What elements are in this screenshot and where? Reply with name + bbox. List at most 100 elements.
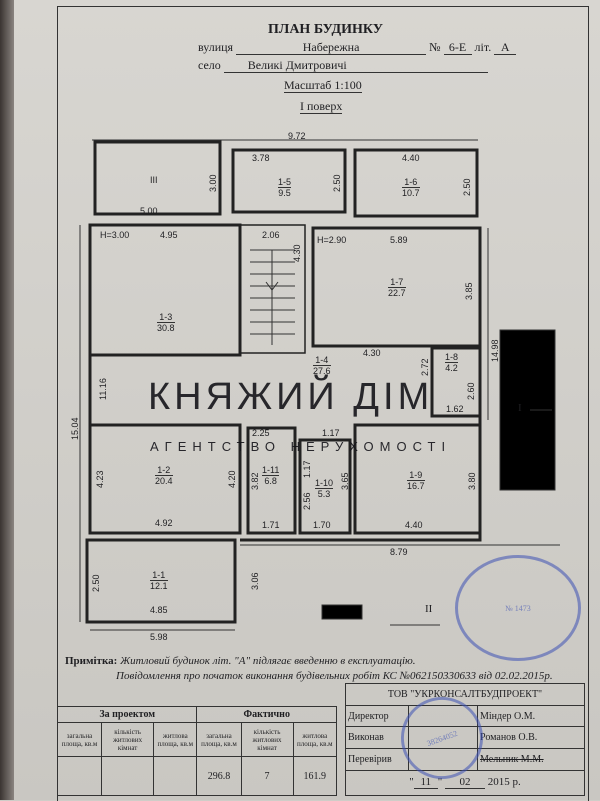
village-label: село (198, 58, 221, 72)
role-label: Директор (345, 704, 409, 728)
dim-label: 3.78 (252, 153, 270, 163)
col-header: житлова площа, кв.м (292, 722, 338, 757)
room-id: III (150, 175, 158, 185)
room-area: 10.7 (402, 188, 420, 198)
room-id: 1-1 (150, 570, 168, 581)
dim-label: 2.50 (462, 178, 472, 196)
approval-date: "11" 02 2015 р. (345, 769, 585, 797)
person-name: Міндер О.М. (477, 704, 585, 728)
actual-header: Фактично (196, 706, 337, 723)
room-outline-III (93, 140, 222, 216)
dim-label: 1.71 (262, 520, 280, 530)
room-area: 30.8 (157, 323, 175, 333)
dim-label: 9.72 (288, 131, 306, 141)
room-area: 27.6 (313, 366, 331, 376)
role-label: Виконав (345, 726, 409, 750)
col-header: житлова площа, кв.м (153, 722, 198, 757)
dim-label: 1.17 (302, 460, 312, 478)
dim-label: 4.23 (95, 470, 105, 488)
room-id: 1-8 (445, 352, 459, 363)
dim-label: 3.85 (464, 282, 474, 300)
role-label: Перевірив (345, 748, 409, 771)
dim-label: 2.25 (252, 428, 270, 438)
stamp-number: № 1473 (505, 603, 531, 613)
table-cell: 7 (240, 756, 294, 796)
dim-label: 4.40 (405, 520, 423, 530)
dim-label: 1.70 (313, 520, 331, 530)
dim-label: 4.92 (155, 518, 173, 528)
room-outline-1-3 (88, 223, 242, 357)
room-id: 1-6 (402, 177, 420, 188)
room-outline-1-1 (85, 538, 237, 624)
watermark-name: КНЯЖИЙ ДІМ (148, 376, 434, 418)
col-header: кількість житлових кімнат (101, 722, 155, 757)
dim-label: 4.30 (363, 348, 381, 358)
date-year: 2015 р. (487, 776, 521, 789)
table-cell: 296.8 (196, 756, 242, 796)
stairs-outline (239, 224, 306, 354)
room-id: 1-4 (313, 355, 331, 366)
dim-label: 11.16 (98, 378, 108, 400)
company-name: ТОВ "УКРКОНСАЛТБУДПРОЕКТ" (345, 683, 585, 706)
room-id: 1-7 (388, 277, 406, 288)
date-day: 11 (413, 776, 438, 790)
number-label: № (429, 40, 441, 54)
room-outline-1-11 (246, 426, 297, 535)
dim-label: 2.60 (466, 382, 476, 400)
table-cell (153, 756, 198, 796)
room-id: 1-11 (262, 465, 280, 476)
person-name: Романов О.В. (477, 726, 585, 750)
room-outline-1-10 (298, 438, 352, 535)
dim-label: 3.82 (250, 472, 260, 490)
table-cell (101, 756, 155, 796)
room-area: 12.1 (150, 581, 168, 591)
dim-label: 4.20 (227, 470, 237, 488)
dim-label: 3.06 (250, 572, 260, 590)
letter-label: літ. (474, 40, 492, 54)
dimension-lines (79, 139, 560, 631)
room-area: 4.2 (445, 363, 458, 373)
room-area: 22.7 (388, 288, 406, 298)
dim-label: 3.65 (340, 472, 350, 490)
room-area: 16.7 (407, 481, 425, 491)
dim-label: 2.06 (262, 230, 280, 240)
room-area: 20.4 (155, 476, 173, 486)
room-id: 1-2 (155, 465, 173, 476)
dim-label: H=3.00 (100, 230, 130, 240)
dim-label: 3.80 (467, 472, 477, 490)
dim-label: 4.40 (402, 153, 420, 163)
dim-label: 5.89 (390, 235, 408, 245)
floor-label: І поверх (300, 99, 343, 114)
note-line-2: Повідомлення про початок виконання будів… (116, 670, 553, 682)
room-id: 1-9 (407, 470, 425, 481)
signature-with-stamp: 38264052 (389, 685, 495, 791)
scale: Масштаб 1:100 (284, 78, 362, 93)
room-III: III (150, 175, 158, 185)
dim-label: 15.04 (70, 417, 80, 440)
official-stamp: № 1473 (455, 555, 581, 661)
room-area: 9.5 (278, 188, 291, 198)
dim-label: 1.62 (446, 404, 464, 414)
dim-label: 14.98 (490, 339, 500, 362)
dim-label: 2.56 (302, 492, 312, 510)
note-text: Житловий будинок літ. "А" підлягає введе… (120, 655, 416, 667)
room-area: 6.8 (264, 476, 277, 486)
dim-label: 3.00 (208, 174, 218, 192)
watermark-subtitle: АГЕНТСТВО НЕРУХОМОСТІ (150, 439, 452, 454)
note-line-1: Примітка: Житловий будинок літ. "А" підл… (65, 655, 416, 668)
letter-value: А (494, 40, 517, 55)
street-value: Набережна (236, 40, 427, 55)
table-cell (56, 756, 103, 796)
project-header: За проектом (56, 706, 198, 723)
room-outline-1-5 (231, 148, 347, 214)
room-outline-1-7 (311, 226, 482, 348)
corridor-walls (88, 346, 482, 542)
room-area: 5.3 (317, 489, 331, 499)
